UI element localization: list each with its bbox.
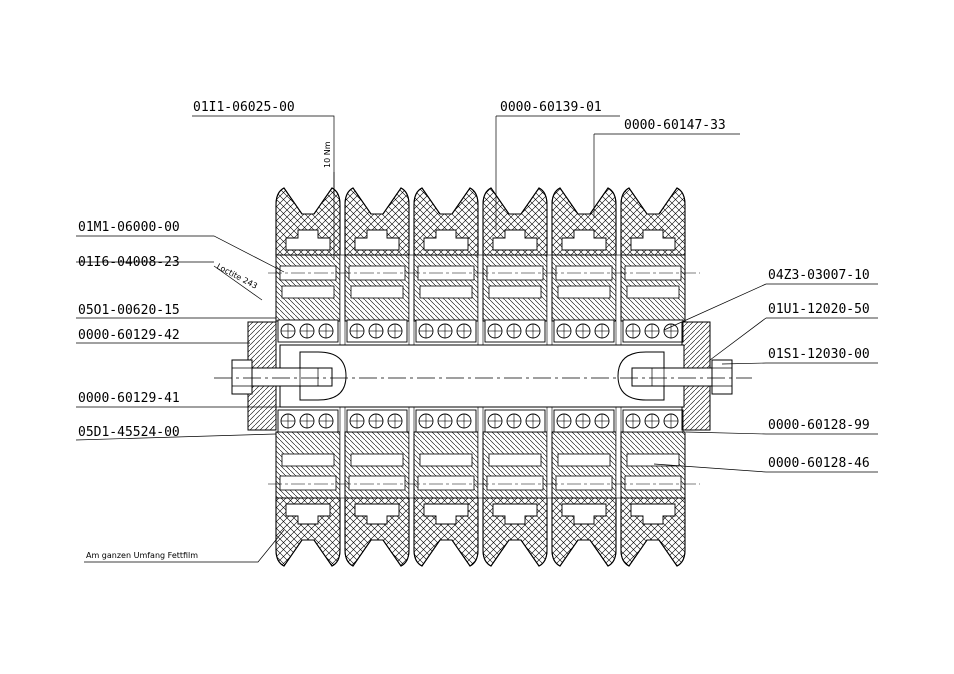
torque-note: 10 Nm [323, 141, 332, 168]
grease-note: Am ganzen Umfang Fettfilm [86, 551, 198, 560]
callout-0000-60147-33: 0000-60147-33 [624, 118, 726, 133]
callout-05o1-00620-15: 05O1-00620-15 [78, 303, 180, 318]
loctite-note: Loctite 243 [215, 262, 259, 291]
callout-04z3-03007-10: 04Z3-03007-10 [768, 268, 870, 283]
axle [280, 345, 684, 407]
callout-05d1-45524-00: 05D1-45524-00 [78, 425, 180, 440]
callout-01s1-12030-00: 01S1-12030-00 [768, 347, 870, 362]
callout-01m1-06000-00: 01M1-06000-00 [78, 220, 180, 235]
callout-0000-60128-99: 0000-60128-99 [768, 418, 870, 433]
callout-0000-60139-01: 0000-60139-01 [500, 100, 602, 115]
callout-01i1-06025-00: 01I1-06025-00 [193, 100, 295, 115]
callout-01u1-12020-50: 01U1-12020-50 [768, 302, 870, 317]
callout-0000-60129-41: 0000-60129-41 [78, 391, 180, 406]
callout-01i6-04008-23: 01I6-04008-23 [78, 255, 180, 270]
callout-0000-60129-42: 0000-60129-42 [78, 328, 180, 343]
callout-0000-60128-46: 0000-60128-46 [768, 456, 870, 471]
